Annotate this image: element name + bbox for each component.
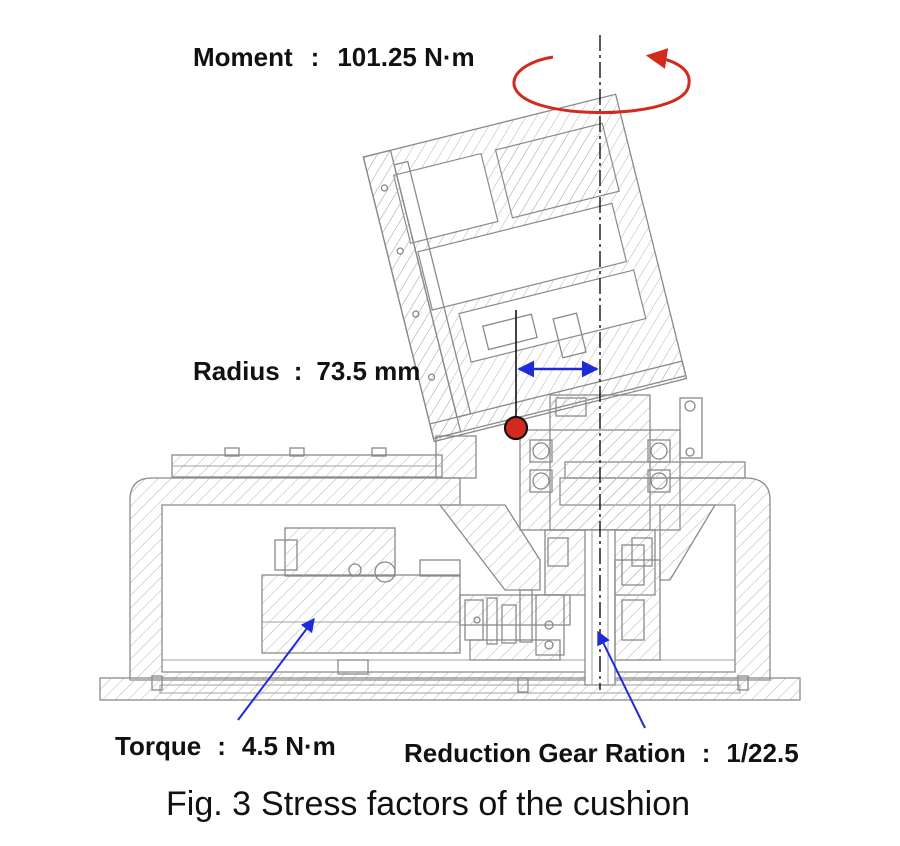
moment-label: Moment:101.25 N·m [193, 42, 475, 72]
torque-label: Torque:4.5 N·m [115, 731, 336, 761]
motor-block [261, 527, 461, 654]
gear-ratio-label: Reduction Gear Ration:1/22.5 [404, 738, 799, 768]
center-of-mass-marker [503, 415, 529, 441]
base-housing [99, 447, 801, 701]
tilted-cushion-body [362, 93, 688, 443]
radius-label: Radius:73.5 mm [193, 356, 420, 386]
moment-rotation-arrow [512, 48, 691, 115]
torque-leader-arrow [237, 617, 315, 721]
gear-ratio-leader-arrow [597, 630, 646, 729]
figure-caption-text: Stress factors of the cushion [261, 785, 690, 823]
gear-train [459, 589, 571, 661]
figure-caption: Fig. 3 Stress factors of the cushion [166, 785, 690, 823]
figure-number: Fig. 3 [166, 785, 251, 823]
